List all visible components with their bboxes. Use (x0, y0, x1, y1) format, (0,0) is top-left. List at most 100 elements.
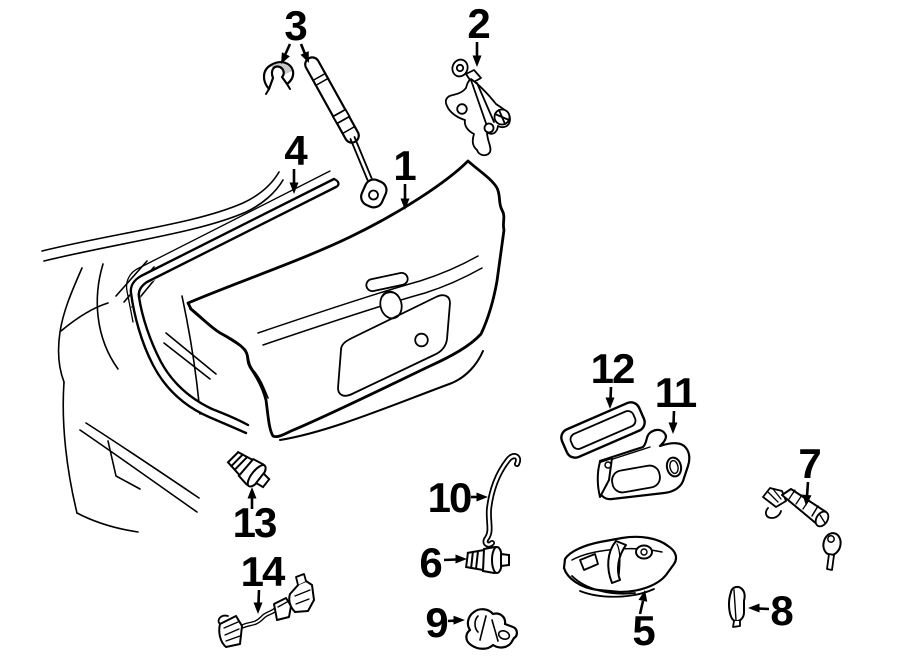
fascia-line-2 (85, 422, 200, 499)
strut-end-hole (368, 189, 379, 201)
callout-6-arrow-line (443, 558, 457, 562)
striker-inner-arc (474, 615, 479, 633)
handle-art (596, 428, 691, 501)
harness-connector-mid (273, 597, 292, 621)
grip-slot (365, 271, 409, 293)
callout-10-label[interactable]: 10 (428, 474, 473, 521)
callout-5-label[interactable]: 5 (632, 607, 655, 654)
callout-4-label[interactable]: 4 (284, 127, 308, 174)
clip-8-art (728, 585, 746, 628)
lift-support-clip-art (262, 61, 295, 95)
hinge-hole-small (483, 122, 495, 134)
latch-boss-hole (640, 548, 648, 556)
callout-13-arrow-head (247, 487, 257, 499)
callout-5[interactable]: 5 (632, 590, 656, 654)
callout-4-arrow-head (289, 182, 299, 194)
callouts-layer: 1 2 3 4 5 6 (233, 0, 822, 654)
c-pillar-right-edge (96, 263, 119, 370)
hinge-hole-cross-2 (498, 109, 506, 125)
strut-band-2 (315, 77, 330, 86)
striker-body (465, 608, 518, 650)
trunk-lid-outline (186, 159, 506, 439)
clip-body (262, 61, 295, 91)
harness-mid-line (277, 601, 288, 608)
harness-right-notch (295, 573, 307, 586)
callout-9[interactable]: 9 (425, 599, 465, 646)
callout-9-label[interactable]: 9 (425, 599, 448, 646)
lock-hole-lip (382, 291, 400, 298)
callout-2[interactable]: 2 (467, 0, 491, 67)
rear-deck-line-upper (41, 171, 280, 252)
striker-art (465, 608, 518, 650)
latch-lever-line (616, 543, 621, 576)
callout-10[interactable]: 10 (428, 474, 488, 521)
callout-6-label[interactable]: 6 (419, 539, 442, 586)
callout-11-label[interactable]: 11 (655, 369, 699, 416)
callout-8-arrow-head (748, 603, 760, 613)
callout-3[interactable]: 3 (281, 2, 309, 64)
clip-foot-2 (286, 83, 291, 90)
striker-fold-2 (491, 619, 499, 642)
callout-13[interactable]: 13 (233, 487, 278, 546)
harness-left-flare (217, 614, 229, 625)
callout-2-label[interactable]: 2 (467, 0, 490, 47)
quarter-panel-left-edge (62, 381, 78, 514)
callout-3-arrow-head-left (281, 52, 290, 64)
lift-support-art (304, 56, 388, 209)
clip-foot-1 (265, 88, 270, 95)
lock-collar (811, 505, 819, 517)
callout-7-label[interactable]: 7 (798, 440, 821, 487)
screw-6-art (465, 546, 510, 574)
callout-12[interactable]: 12 (591, 345, 636, 409)
strut-end-line (341, 125, 356, 135)
callout-1[interactable]: 1 (393, 142, 417, 210)
latch-under-edge (579, 588, 655, 598)
harness-right-line-2 (295, 598, 310, 605)
strut-collar (332, 108, 351, 125)
callout-2-arrow-head (472, 55, 482, 67)
bolt-13-art (223, 445, 276, 495)
strut-cylinder (304, 56, 360, 144)
striker-tab-hole (497, 629, 511, 641)
callout-13-label[interactable]: 13 (233, 499, 278, 546)
callout-3-label[interactable]: 3 (284, 2, 307, 49)
hinge-arm-line-2 (476, 82, 495, 123)
clip-8-foot (732, 620, 741, 628)
callout-14-arrow-head (253, 602, 263, 614)
lock-face-slot (819, 514, 826, 524)
weatherstrip-outer-edge (129, 177, 336, 435)
fascia-step (107, 440, 141, 490)
handle-body (597, 428, 691, 501)
harness-left-hatch-1 (223, 621, 239, 629)
callout-6[interactable]: 6 (419, 539, 467, 586)
lock-barrel-ridge-1 (788, 489, 796, 500)
weatherstrip-art (129, 177, 340, 435)
callout-14[interactable]: 14 (241, 548, 288, 614)
latch-art (562, 535, 678, 598)
handle-oval-inner (669, 459, 679, 475)
fascia-line-1 (79, 429, 198, 513)
callout-3-arrow-head-right (300, 51, 309, 63)
weatherstrip-inner-edge (137, 185, 338, 427)
callout-7[interactable]: 7 (798, 440, 822, 506)
callout-4[interactable]: 4 (284, 127, 308, 194)
callout-3-arrow-line-right (299, 43, 307, 55)
strut-rod-right (353, 136, 373, 179)
callout-11[interactable]: 11 (655, 369, 699, 434)
callout-1-label[interactable]: 1 (393, 142, 416, 189)
handle-slot (611, 464, 661, 494)
callout-8[interactable]: 8 (748, 587, 794, 634)
callout-1-arrow-head (400, 198, 410, 210)
weatherstrip-core (129, 178, 340, 434)
hinge-bracket-art (444, 58, 511, 157)
callout-14-label[interactable]: 14 (241, 548, 288, 595)
lock-tab-hatch-2 (772, 488, 782, 500)
opening-gutter-1 (165, 332, 217, 375)
callout-12-arrow-line (609, 386, 613, 400)
callout-8-label[interactable]: 8 (770, 587, 793, 634)
license-recess (337, 294, 451, 397)
lock-tab-hatch-1 (767, 491, 779, 503)
hinge-ring-hole (455, 63, 465, 73)
callout-12-label[interactable]: 12 (591, 345, 636, 392)
